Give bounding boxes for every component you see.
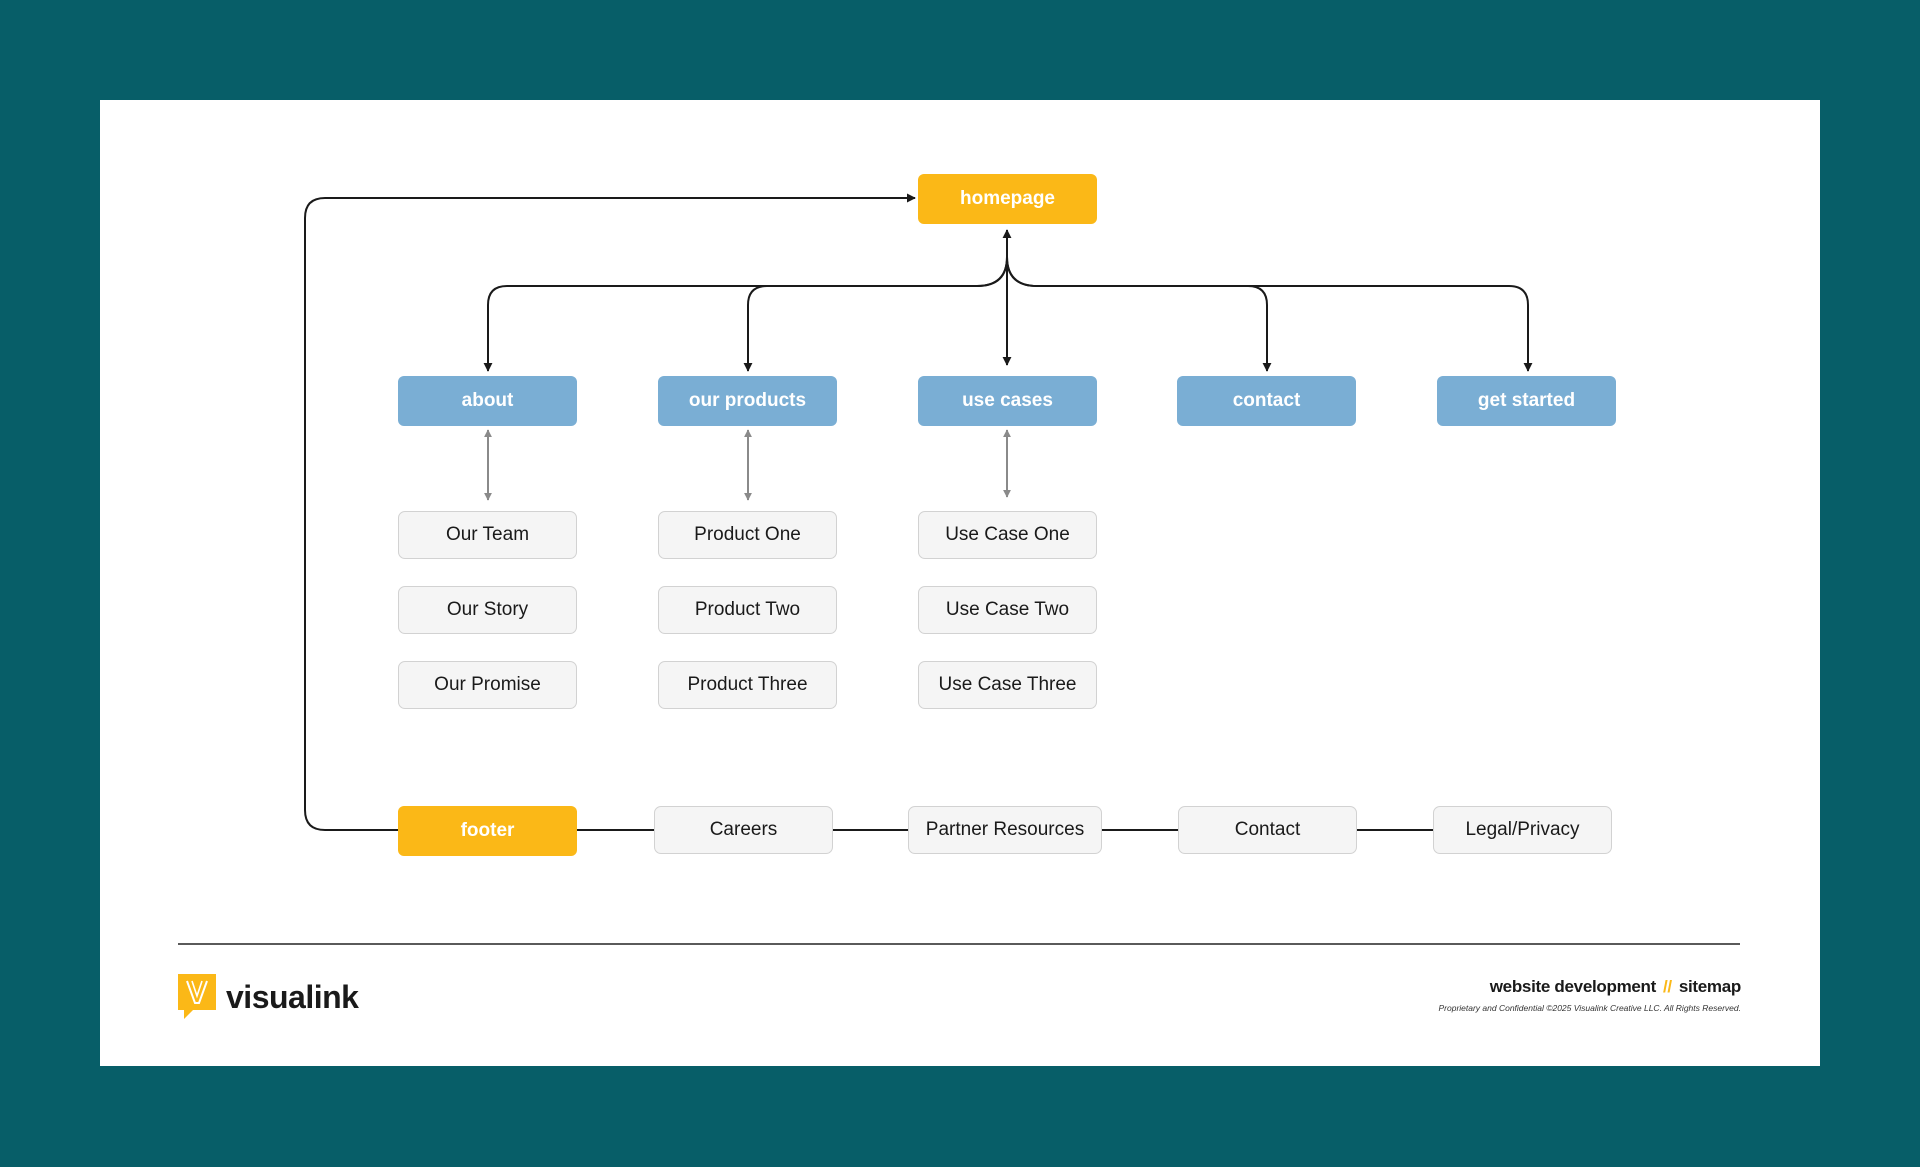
footer-link-legal-privacy[interactable]: Legal/Privacy bbox=[1433, 806, 1612, 854]
document-title: website development // sitemap bbox=[1438, 977, 1742, 997]
brand-name: visualink bbox=[226, 978, 359, 1015]
page-our-story[interactable]: Our Story bbox=[398, 586, 577, 634]
section-contact[interactable]: contact bbox=[1177, 376, 1356, 426]
section-use-cases[interactable]: use cases bbox=[918, 376, 1097, 426]
homepage-node[interactable]: homepage bbox=[918, 174, 1097, 224]
page-product-one[interactable]: Product One bbox=[658, 511, 837, 559]
page-our-team[interactable]: Our Team bbox=[398, 511, 577, 559]
document-title-left: website development bbox=[1489, 977, 1657, 996]
connector-lines bbox=[304, 193, 1533, 831]
footer-link-careers[interactable]: Careers bbox=[654, 806, 833, 854]
section-get-started[interactable]: get started bbox=[1437, 376, 1616, 426]
section-about[interactable]: about bbox=[398, 376, 577, 426]
homepage-branch-connectors bbox=[483, 229, 1533, 372]
page-use-case-two[interactable]: Use Case Two bbox=[918, 586, 1097, 634]
footer-link-contact[interactable]: Contact bbox=[1178, 806, 1357, 854]
document-title-right: sitemap bbox=[1678, 977, 1741, 996]
v-speech-bubble-logo-icon bbox=[178, 974, 216, 1019]
page-product-two[interactable]: Product Two bbox=[658, 586, 837, 634]
subpage-connectors bbox=[484, 429, 1011, 501]
divider-rule bbox=[178, 943, 1740, 945]
footer-link-partner-resources[interactable]: Partner Resources bbox=[908, 806, 1102, 854]
page-product-three[interactable]: Product Three bbox=[658, 661, 837, 709]
footer-loop-connector bbox=[304, 193, 916, 831]
page-use-case-three[interactable]: Use Case Three bbox=[918, 661, 1097, 709]
legal-notice: Proprietary and Confidential ©2025 Visua… bbox=[1438, 1003, 1741, 1013]
section-our-products[interactable]: our products bbox=[658, 376, 837, 426]
title-separator: // bbox=[1662, 977, 1672, 996]
page-use-case-one[interactable]: Use Case One bbox=[918, 511, 1097, 559]
page-our-promise[interactable]: Our Promise bbox=[398, 661, 577, 709]
sitemap-slide: homepage about our products use cases co… bbox=[100, 100, 1820, 1066]
footer-node[interactable]: footer bbox=[398, 806, 577, 856]
brand-lockup: visualink bbox=[178, 974, 359, 1020]
document-info: website development // sitemap Proprietary… bbox=[1438, 977, 1741, 1013]
